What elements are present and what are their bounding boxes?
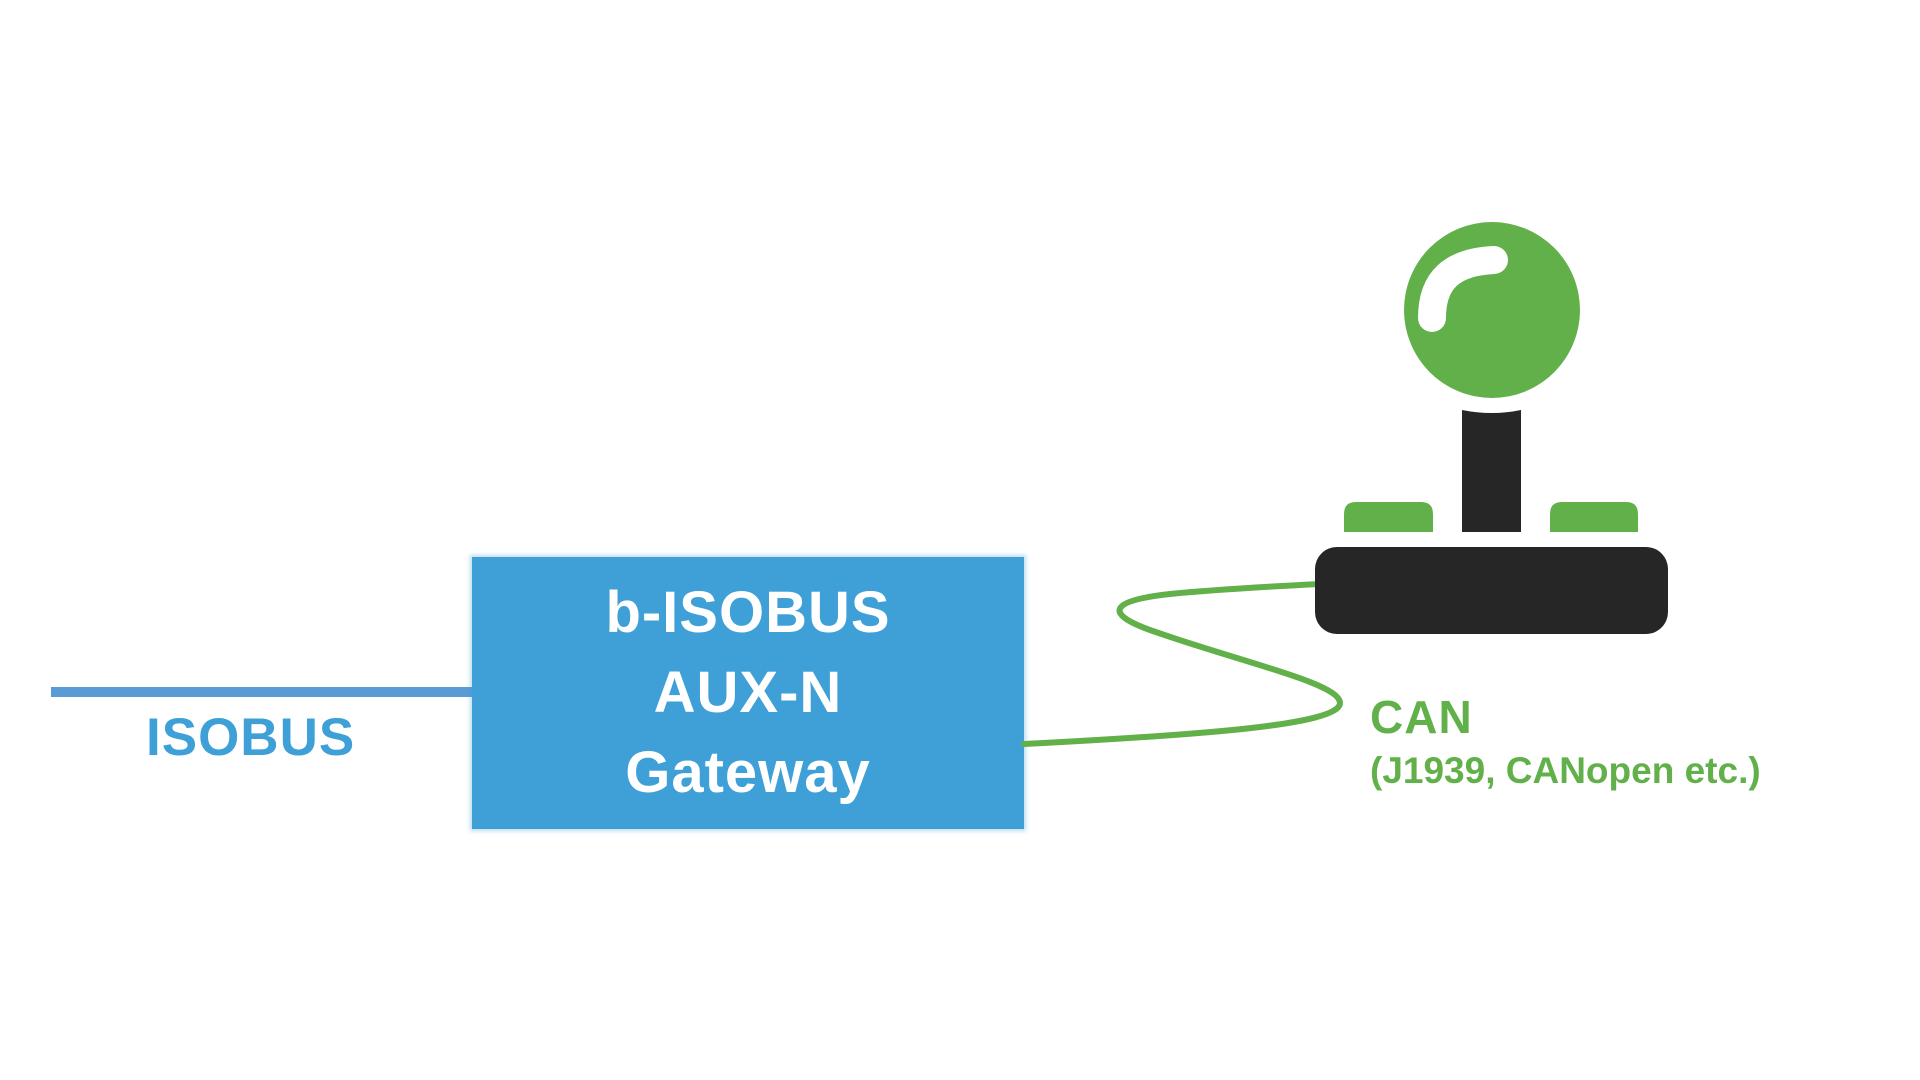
joystick-stick: [1462, 410, 1521, 532]
can-label: CAN: [1370, 691, 1473, 743]
can-protocols-label: (J1939, CANopen etc.): [1370, 750, 1761, 791]
gateway-title-line-2: AUX-N: [653, 660, 843, 725]
isobus-label: ISOBUS: [146, 708, 356, 767]
joystick-left-button: [1344, 502, 1433, 532]
can-cable: [1021, 581, 1344, 747]
gateway-title-line-3: Gateway: [625, 740, 871, 805]
gateway-box: b-ISOBUS AUX-N Gateway: [472, 557, 1024, 829]
joystick-right-button: [1550, 502, 1638, 532]
joystick-base: [1315, 547, 1668, 634]
joystick-knob-highlight: [1418, 246, 1508, 332]
joystick-icon: [1315, 222, 1668, 634]
gateway-title-line-1: b-ISOBUS: [605, 580, 891, 645]
isobus-connection-line: [51, 687, 476, 697]
